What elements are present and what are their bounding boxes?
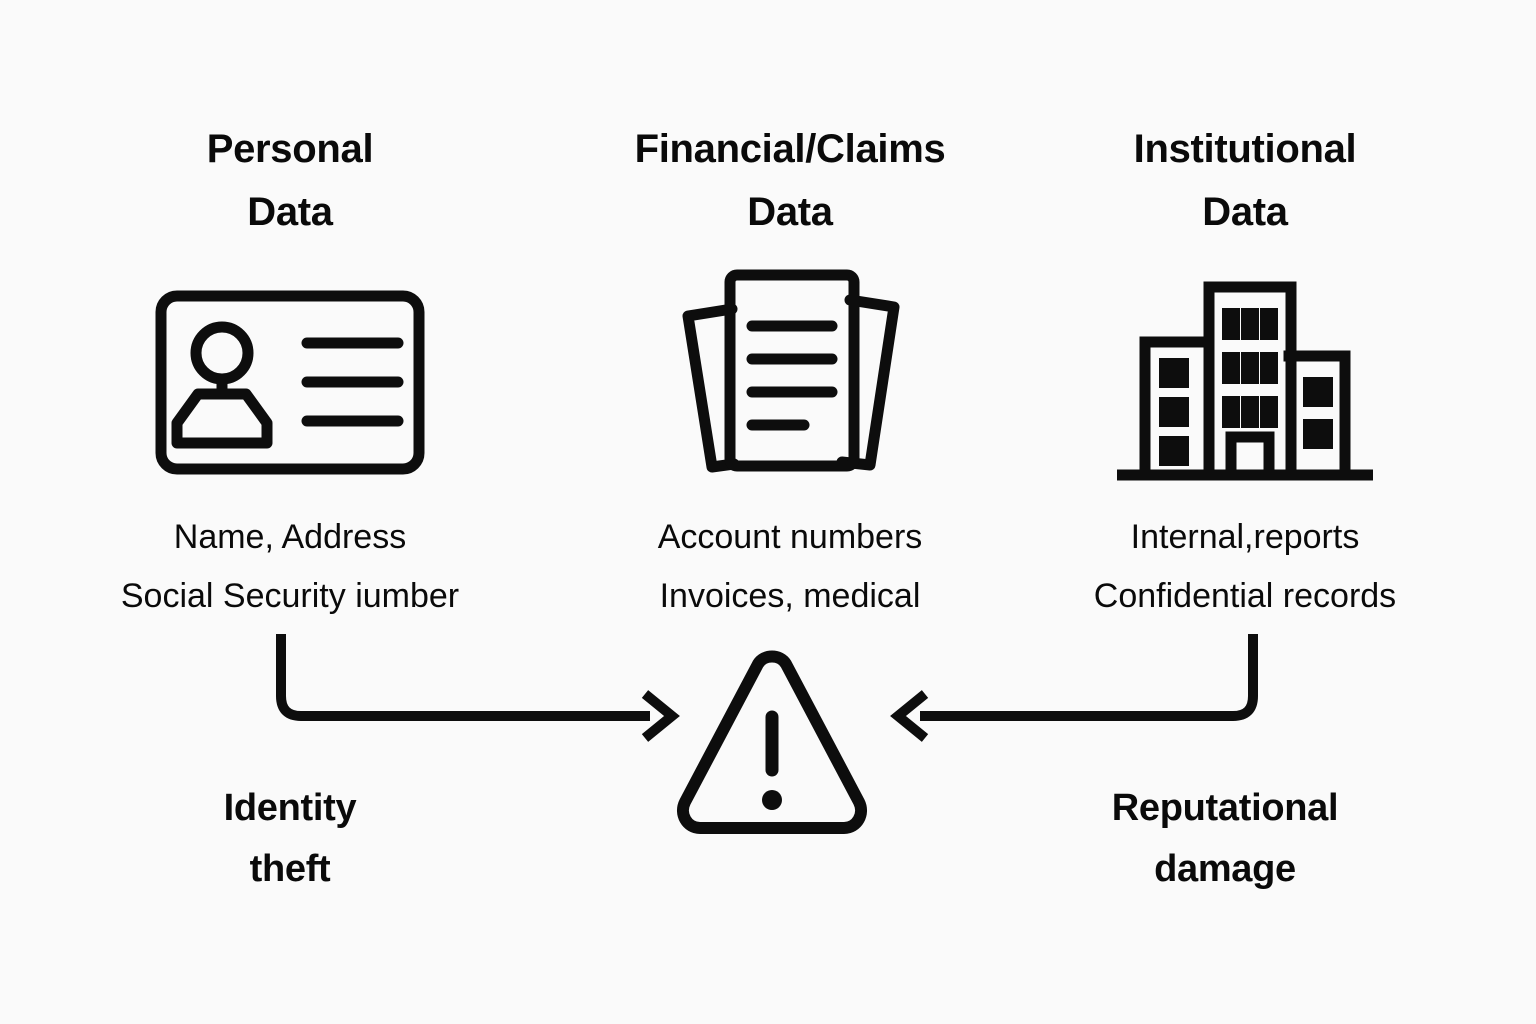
column-heading-financial: Financial/Claims Data <box>634 127 946 235</box>
column-heading-institutional: Institutional Data <box>1133 127 1357 235</box>
column-caption-institutional: Internal,reports Confidential records <box>1093 518 1397 615</box>
office-building-icon-svg <box>1117 281 1373 481</box>
id-card-icon <box>65 272 515 492</box>
column-caption-financial: Account numbers Invoices, medical <box>657 518 923 615</box>
id-card-icon-svg <box>155 290 425 475</box>
outcome-label-reputational-damage: Reputational damage <box>1111 787 1339 890</box>
documents-icon-svg <box>682 269 900 473</box>
warning-triangle-icon-svg <box>677 650 867 834</box>
office-building-icon <box>1020 272 1470 492</box>
arrow-personal-to-warning <box>276 634 680 742</box>
column-financial-claims-data: Financial/Claims Data Account numbers In… <box>565 118 1015 625</box>
warning-triangle-icon <box>668 645 876 850</box>
column-heading-personal: Personal Data <box>206 127 374 235</box>
column-personal-data: Personal Data Name, Address Social Secur… <box>65 118 515 625</box>
column-caption-personal: Name, Address Social Security iumber <box>120 518 460 615</box>
arrow-institutional-to-warning <box>890 634 1258 742</box>
documents-icon <box>565 269 1015 492</box>
outcome-label-identity-theft: Identity theft <box>223 787 357 890</box>
column-institutional-data: Institutional Data <box>1020 118 1470 625</box>
